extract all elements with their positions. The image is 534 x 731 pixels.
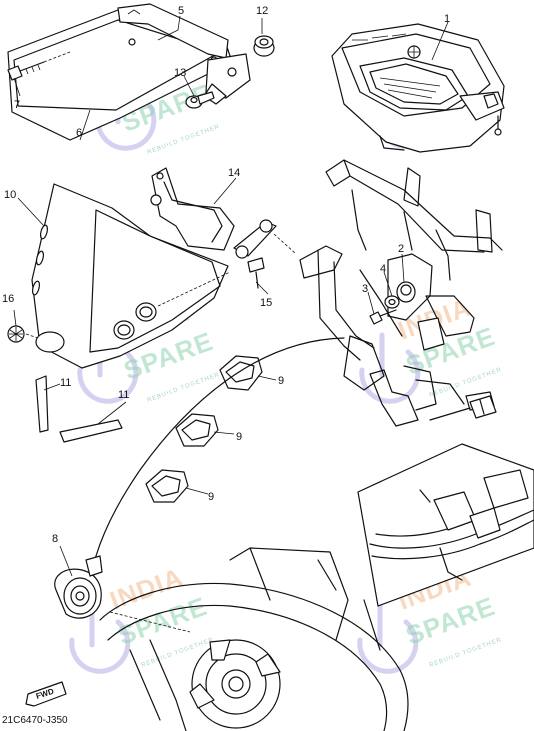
grommet-2 [396,281,416,303]
washer-4 [384,295,400,309]
clamp-9-top [219,355,263,391]
front-wheel [99,547,409,731]
callout-10: 10 [4,189,16,201]
callout-12: 12 [256,5,268,17]
callout-11-right: 11 [118,389,129,401]
callout-15: 15 [260,297,272,309]
fwd-direction-badge: FWD [25,681,67,707]
callout-2: 2 [398,243,404,255]
callout-14: 14 [228,167,240,179]
windscreen [25,183,231,369]
callout-9-bottom: 9 [208,491,214,503]
callout-9-mid: 9 [236,431,242,443]
callout-labels: 1 2 3 4 5 6 7 8 9 9 9 10 11 11 12 13 14 … [2,5,450,545]
speedometer-cable [54,337,345,619]
callout-5: 5 [178,5,184,17]
callout-3: 3 [362,283,368,295]
rivet-16 [7,325,25,343]
watermark-tagline: REBUILD TOGETHER [147,124,221,156]
leader-lines [13,15,449,577]
callout-8: 8 [52,533,58,545]
callout-4: 4 [380,263,386,275]
detail-inset [357,443,534,607]
watermark-tagline: REBUILD TOGETHER [147,372,221,404]
meter-assy [331,23,505,153]
callout-11-left: 11 [60,377,71,389]
stay-14 [150,167,297,259]
clamp-9-bottom [145,469,189,503]
connector-coupler [429,395,497,421]
diagram-code: 21C6470-J350 [2,715,68,726]
tape-11 [35,375,123,443]
grommet-12 [253,35,275,57]
callout-13: 13 [174,67,186,79]
callout-16: 16 [2,293,14,305]
bolt-7 [7,51,71,81]
license-plate-bracket [7,3,251,141]
collar-13 [185,91,215,109]
watermark-tagline: REBUILD TOGETHER [429,637,503,669]
callout-9-top: 9 [278,375,284,387]
callout-1: 1 [444,13,450,25]
callout-7: 7 [14,99,20,111]
screw-3 [369,309,397,325]
callout-6: 6 [76,127,82,139]
bolt-15 [247,257,265,289]
clamp-9-mid [175,413,219,447]
